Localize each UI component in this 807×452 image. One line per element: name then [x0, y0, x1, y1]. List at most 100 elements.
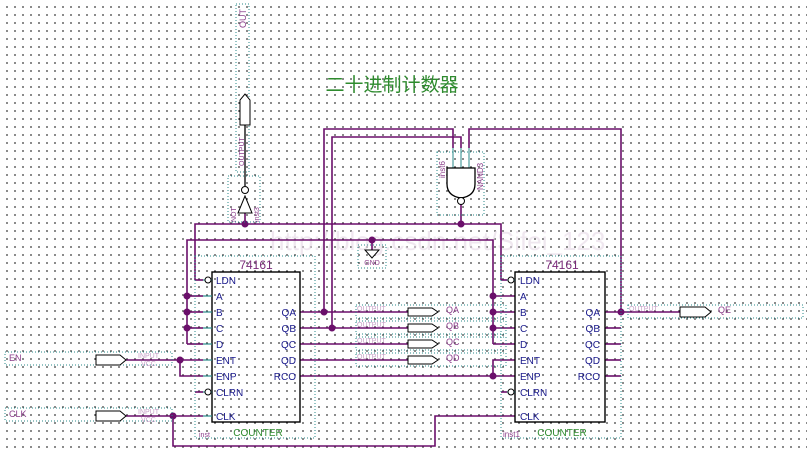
output-pin-qc[interactable]: OUTPUT QC: [355, 336, 507, 351]
pin-d: D: [520, 340, 527, 351]
input-name: EN: [9, 353, 22, 363]
wire-load-bus: [194, 223, 502, 280]
pin-rco: RCO: [578, 372, 600, 383]
input-default: VCC: [141, 417, 156, 424]
output-name: OUT: [238, 9, 248, 29]
pin-qd: QD: [281, 356, 296, 367]
instance-name: inst1: [503, 430, 520, 439]
pin-qa: QA: [282, 308, 297, 319]
counter-body: [514, 271, 606, 423]
pin-qc: QC: [281, 340, 296, 351]
component-bounds: [355, 320, 507, 335]
component-type: COUNTER: [537, 428, 586, 439]
output-symbol: [407, 339, 439, 349]
inversion-bubble: [241, 186, 249, 194]
component-bounds: [355, 352, 507, 367]
output-name: QE: [718, 305, 731, 315]
output-symbol: [679, 306, 712, 318]
junction-dot: [368, 236, 376, 244]
watermark: http://blog.csdn.net/Sifei_123: [270, 226, 605, 256]
component-bounds: [355, 304, 507, 319]
pin-c: C: [520, 324, 527, 335]
output-type: OUTPUT: [357, 338, 387, 345]
inversion-bubble: [204, 276, 212, 284]
pin-b: B: [520, 308, 527, 319]
input-type: INPUT: [138, 353, 160, 360]
output-name: QA: [446, 305, 459, 315]
junctions: [169, 220, 625, 420]
component-bounds: [194, 255, 316, 439]
gate-type: NOT: [231, 207, 238, 223]
output-symbol: [407, 355, 439, 365]
nand3-gate-inst6[interactable]: inst6 NAND3: [436, 148, 485, 216]
not-gate-inst3[interactable]: NOT inst3: [227, 175, 261, 223]
wires: [126, 128, 680, 447]
output-pin-qe[interactable]: OUTPUT QE: [627, 304, 804, 319]
junction-dot: [489, 308, 497, 316]
gate-type: NAND3: [476, 162, 485, 190]
input-pin-clk[interactable]: CLK INPUT VCC: [4, 407, 173, 424]
ground-icon: [363, 249, 381, 259]
counter-inst[interactable]: 74161 COUNTER inst LDN A B C D ENT ENP C…: [194, 255, 316, 439]
component-bounds: [355, 336, 507, 351]
junction-dot: [489, 324, 497, 332]
pin-c: C: [216, 324, 223, 335]
input-pin-en[interactable]: EN INPUT VCC: [4, 351, 173, 368]
output-type: OUTPUT: [357, 322, 387, 329]
pin-b: B: [216, 308, 223, 319]
junction-dot: [489, 292, 497, 300]
pin-a: A: [216, 292, 223, 303]
output-symbol: [239, 93, 251, 126]
pin-qc: QC: [585, 340, 600, 351]
pin-enp: ENP: [520, 372, 541, 383]
counter-inst1[interactable]: 74161 COUNTER inst1 LDN A B C D ENT ENP …: [500, 255, 622, 439]
not-symbol: [237, 194, 253, 214]
pin-qd: QD: [585, 356, 600, 367]
pin-ldn: LDN: [520, 276, 540, 287]
pin-qb: QB: [586, 324, 601, 335]
output-symbol: [407, 307, 439, 317]
wire-qa-to-nand: [323, 128, 454, 312]
junction-dot: [457, 220, 465, 228]
output-pin-qd[interactable]: OUTPUT QD: [355, 352, 507, 367]
component-bounds: [500, 255, 622, 439]
pin-d: D: [216, 340, 223, 351]
output-pin-qb[interactable]: OUTPUT QB: [355, 320, 507, 335]
instance-name: inst: [199, 432, 210, 439]
junction-dot: [489, 372, 497, 380]
pin-ent: ENT: [216, 356, 236, 367]
junction-dot: [176, 356, 184, 364]
output-name: QD: [446, 353, 460, 363]
input-name: CLK: [9, 409, 27, 419]
pin-ldn: LDN: [216, 276, 236, 287]
output-pin-out[interactable]: OUT OUTPUT: [235, 3, 251, 173]
output-type: OUTPUT: [357, 306, 387, 313]
output-type: OUTPUT: [357, 354, 387, 361]
input-default: VCC: [141, 361, 156, 368]
pin-qb: QB: [282, 324, 297, 335]
wire-gnd-bus: [186, 239, 494, 344]
pin-clrn: CLRN: [520, 388, 547, 399]
inversion-bubble: [457, 197, 465, 205]
output-name: QC: [446, 337, 460, 347]
gnd-symbol[interactable]: GND: [357, 244, 387, 269]
pin-ent: ENT: [520, 356, 540, 367]
wire-qe-to-nand: [468, 128, 622, 312]
component-bounds: [357, 244, 387, 269]
pin-enp: ENP: [216, 372, 237, 383]
junction-dot: [183, 308, 191, 316]
pin-clk: CLK: [216, 412, 236, 423]
junction-dot: [169, 412, 177, 420]
output-pin-qa[interactable]: OUTPUT QA: [355, 304, 507, 319]
schematic-title: 二十进制计数器: [325, 74, 458, 96]
part-name: 74161: [545, 258, 579, 272]
junction-dot: [617, 308, 625, 316]
junction-dot: [183, 324, 191, 332]
output-name: QB: [446, 321, 459, 331]
nand-symbol: [446, 167, 476, 199]
pin-qa: QA: [586, 308, 601, 319]
inversion-bubble: [507, 388, 515, 396]
instance-name: inst6: [438, 161, 447, 178]
